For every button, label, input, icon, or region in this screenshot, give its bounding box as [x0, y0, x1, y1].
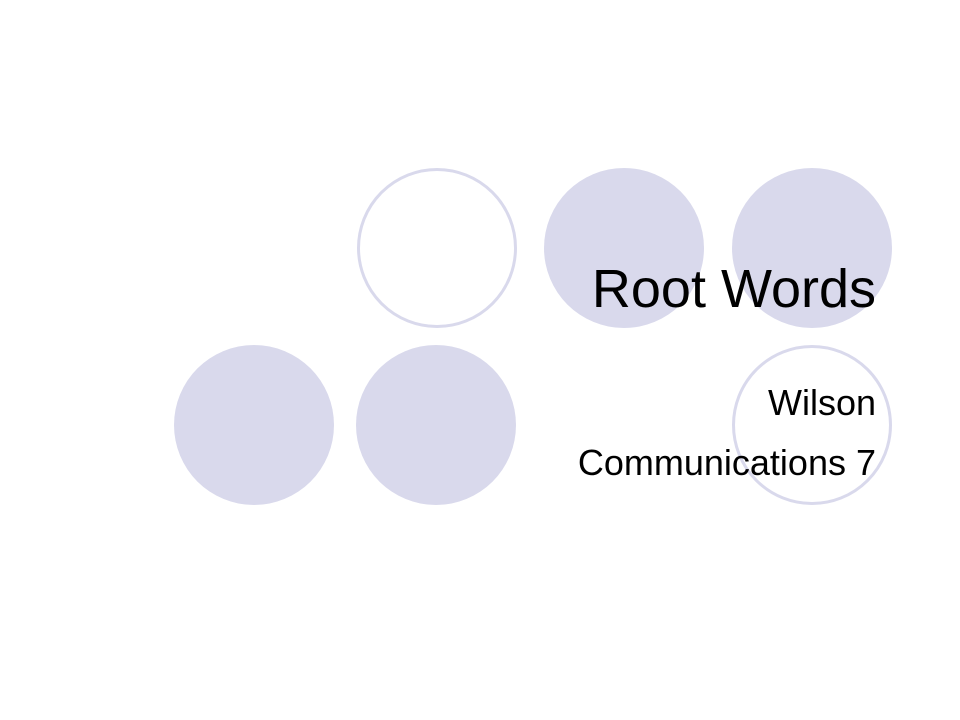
decorative-outline-circle [732, 345, 892, 505]
decorative-filled-circle [174, 345, 334, 505]
decorative-filled-circle [544, 168, 704, 328]
subtitle-author: Wilson [767, 382, 876, 423]
subtitle-course: Communications 7 [577, 442, 876, 483]
slide-title: Root Words [591, 259, 876, 319]
decorative-outline-circle [357, 168, 517, 328]
decorative-filled-circle [356, 345, 516, 505]
decorative-filled-circle [732, 168, 892, 328]
